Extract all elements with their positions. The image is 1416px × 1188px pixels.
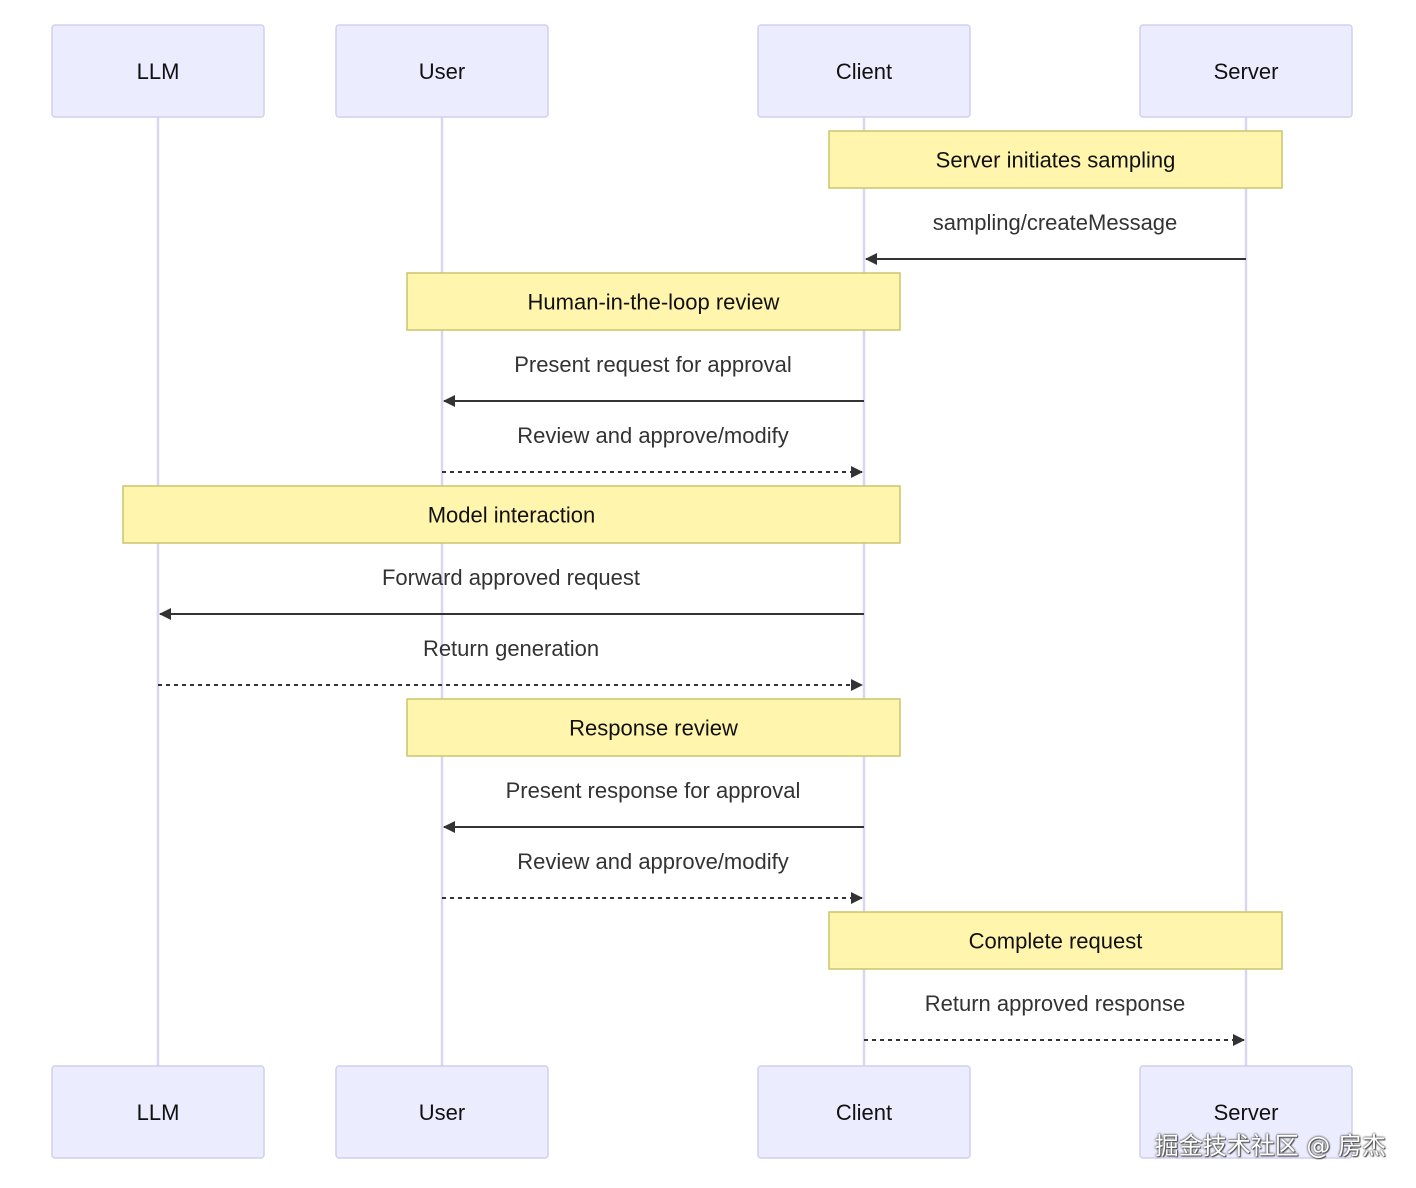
actor-label: LLM (137, 1100, 180, 1125)
actor-label: User (419, 59, 465, 84)
note-label: Human-in-the-loop review (528, 290, 780, 315)
actor-label: LLM (137, 59, 180, 84)
note-label: Server initiates sampling (936, 148, 1176, 173)
actor-box (335, 24, 549, 118)
note-model-interaction: Model interaction (122, 485, 901, 544)
actor-box (1139, 1065, 1353, 1159)
message-label: Review and approve/modify (517, 849, 788, 874)
message-present-request-for-approval: Present request for approval (443, 352, 864, 407)
message-present-response-for-approval: Present response for approval (443, 778, 864, 833)
message-label: Forward approved request (382, 565, 640, 590)
note-server-initiates-sampling: Server initiates sampling (828, 130, 1283, 189)
note-label: Response review (569, 716, 738, 741)
note-box (122, 485, 901, 544)
message-return-approved-response: Return approved response (864, 991, 1245, 1046)
message-label: Return generation (423, 636, 599, 661)
actors-top: LLM User Client Server (51, 24, 1353, 118)
actor-client-top: Client (757, 24, 971, 118)
actor-box (51, 1065, 265, 1159)
note-label: Complete request (969, 929, 1143, 954)
actors-bottom: LLM User Client Server (51, 1065, 1353, 1159)
actor-box (757, 24, 971, 118)
note-box (406, 698, 901, 757)
message-return-generation: Return generation (158, 636, 863, 691)
actor-server-bottom: Server (1139, 1065, 1353, 1159)
message-label: Present response for approval (506, 778, 801, 803)
note-response-review: Response review (406, 698, 901, 757)
actor-box (757, 1065, 971, 1159)
note-box (406, 272, 901, 331)
actor-label: Server (1214, 59, 1279, 84)
actor-server-top: Server (1139, 24, 1353, 118)
note-human-in-the-loop-review: Human-in-the-loop review (406, 272, 901, 331)
notes: Server initiates samplingHuman-in-the-lo… (122, 130, 1283, 970)
actor-box (335, 1065, 549, 1159)
actor-label: Client (836, 59, 892, 84)
message-sampling-createmessage: sampling/createMessage (865, 210, 1246, 265)
note-label: Model interaction (428, 503, 596, 528)
note-complete-request: Complete request (828, 911, 1283, 970)
message-review-and-approve-modify: Review and approve/modify (442, 849, 863, 904)
actor-user-bottom: User (335, 1065, 549, 1159)
actor-box (51, 24, 265, 118)
actor-user-top: User (335, 24, 549, 118)
message-label: Return approved response (925, 991, 1186, 1016)
message-review-and-approve-modify: Review and approve/modify (442, 423, 863, 478)
actor-box (1139, 24, 1353, 118)
note-box (828, 911, 1283, 970)
message-forward-approved-request: Forward approved request (159, 565, 864, 620)
actor-llm-top: LLM (51, 24, 265, 118)
message-label: sampling/createMessage (933, 210, 1178, 235)
note-box (828, 130, 1283, 189)
watermark: 掘金技术社区 @ 房杰 (1154, 1132, 1386, 1160)
actor-label: User (419, 1100, 465, 1125)
actor-client-bottom: Client (757, 1065, 971, 1159)
actor-llm-bottom: LLM (51, 1065, 265, 1159)
actor-label: Server (1214, 1100, 1279, 1125)
message-label: Review and approve/modify (517, 423, 788, 448)
actor-label: Client (836, 1100, 892, 1125)
message-label: Present request for approval (514, 352, 792, 377)
